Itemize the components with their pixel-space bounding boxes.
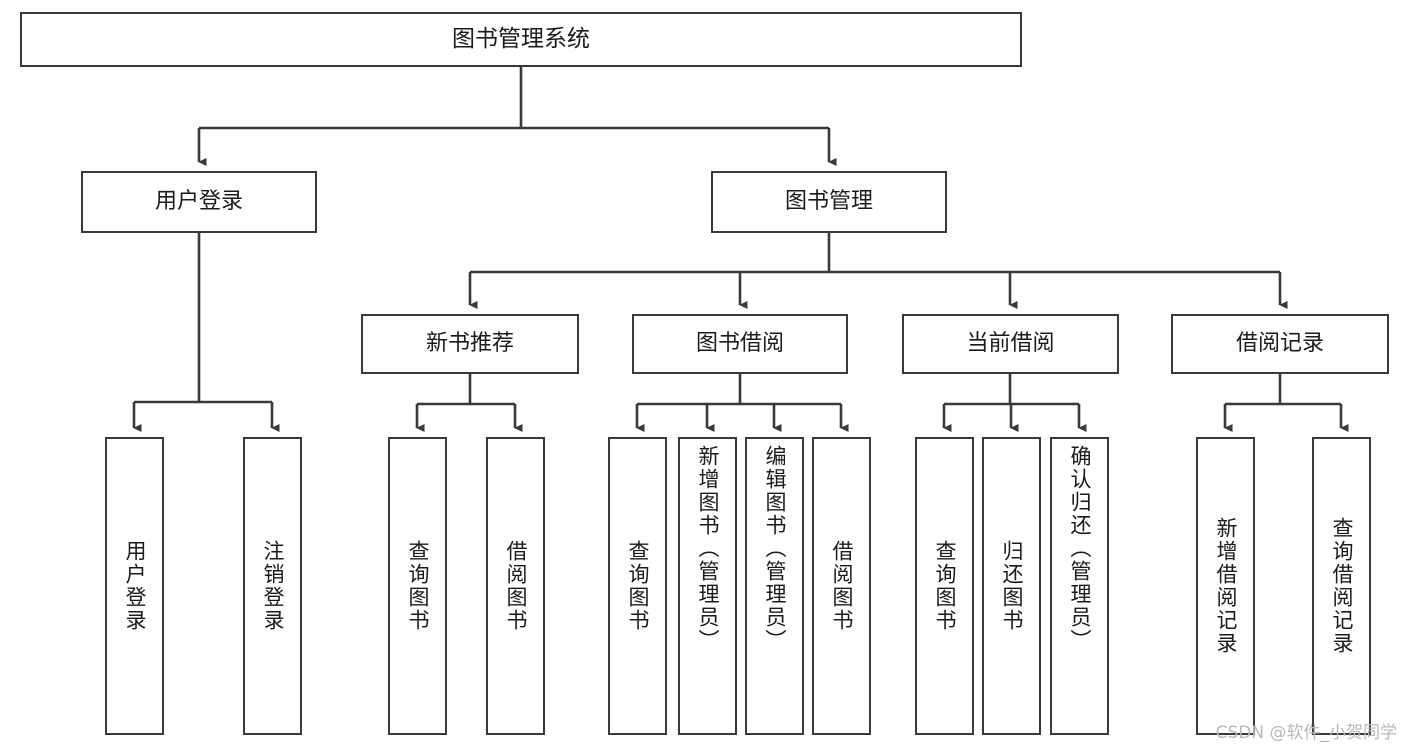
node-leaf-query-book-current-label: 查询图书 [933, 540, 957, 632]
node-book-manage-label: 图书管理 [784, 189, 873, 215]
node-leaf-return-book[interactable]: 归还图书 [982, 437, 1041, 735]
node-book-manage[interactable]: 图书管理 [711, 171, 947, 233]
node-current-borrow-label: 当前借阅 [966, 331, 1055, 357]
node-leaf-borrow-book-recommend-label: 借阅图书 [504, 540, 528, 632]
node-leaf-edit-book-admin-label: 编辑图书（管理员） [763, 445, 787, 652]
node-leaf-user-logout[interactable]: 注销登录 [243, 437, 302, 735]
node-leaf-query-book-label: 查询图书 [626, 540, 650, 632]
node-leaf-add-borrow-record-label: 新增借阅记录 [1214, 517, 1238, 655]
node-leaf-query-book-current[interactable]: 查询图书 [915, 437, 974, 735]
node-leaf-add-book-admin-label: 新增图书（管理员） [696, 445, 720, 652]
node-leaf-query-book[interactable]: 查询图书 [608, 437, 667, 735]
node-leaf-user-logout-label: 注销登录 [261, 540, 285, 632]
node-book-borrow-label: 图书借阅 [695, 331, 784, 357]
node-leaf-user-login[interactable]: 用户登录 [105, 437, 164, 735]
node-leaf-query-book-recommend-label: 查询图书 [406, 540, 430, 632]
node-leaf-user-login-label: 用户登录 [123, 540, 147, 632]
node-leaf-add-borrow-record[interactable]: 新增借阅记录 [1196, 437, 1255, 735]
node-root[interactable]: 图书管理系统 [20, 12, 1022, 67]
node-borrow-record-label: 借阅记录 [1235, 331, 1324, 357]
node-user-login[interactable]: 用户登录 [81, 171, 317, 233]
node-new-book-recommend-label: 新书推荐 [425, 331, 514, 357]
node-new-book-recommend[interactable]: 新书推荐 [361, 314, 579, 374]
node-leaf-confirm-return-admin-label: 确认归还（管理员） [1068, 445, 1092, 652]
node-borrow-record[interactable]: 借阅记录 [1171, 314, 1389, 374]
node-leaf-add-book-admin[interactable]: 新增图书（管理员） [678, 437, 737, 735]
node-book-borrow[interactable]: 图书借阅 [632, 314, 848, 374]
node-leaf-edit-book-admin[interactable]: 编辑图书（管理员） [745, 437, 804, 735]
node-leaf-borrow-book[interactable]: 借阅图书 [812, 437, 871, 735]
node-leaf-query-borrow-record-label: 查询借阅记录 [1330, 517, 1354, 655]
node-leaf-return-book-label: 归还图书 [1000, 540, 1024, 632]
node-leaf-confirm-return-admin[interactable]: 确认归还（管理员） [1050, 437, 1109, 735]
node-leaf-query-book-recommend[interactable]: 查询图书 [388, 437, 447, 735]
node-user-login-label: 用户登录 [154, 189, 243, 215]
node-leaf-borrow-book-recommend[interactable]: 借阅图书 [486, 437, 545, 735]
node-current-borrow[interactable]: 当前借阅 [902, 314, 1119, 374]
node-root-label: 图书管理系统 [452, 25, 590, 52]
node-leaf-borrow-book-label: 借阅图书 [830, 540, 854, 632]
node-leaf-query-borrow-record[interactable]: 查询借阅记录 [1312, 437, 1371, 735]
